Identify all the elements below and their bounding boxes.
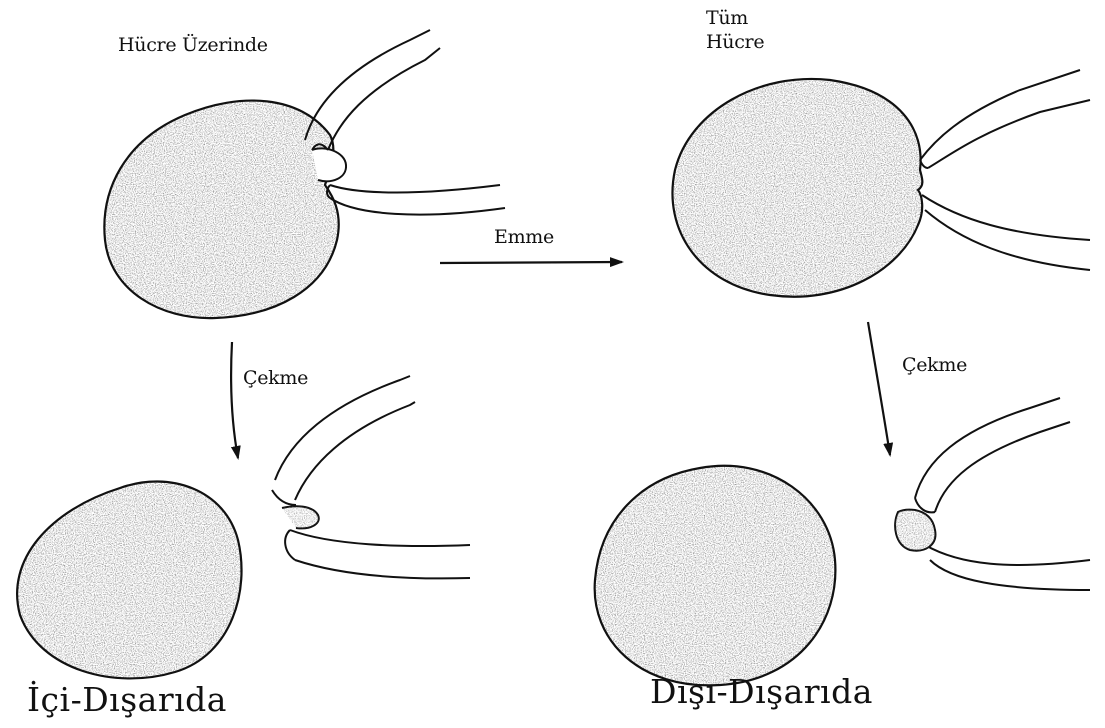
outside-out-configuration bbox=[595, 398, 1090, 685]
pull-right-label: Çekme bbox=[902, 354, 967, 376]
cell-attached-pipette bbox=[305, 30, 505, 215]
pull-left-arrow bbox=[231, 342, 238, 458]
suction-label: Emme bbox=[494, 226, 554, 248]
inside-out-label: İçi-Dışarıda bbox=[27, 680, 227, 719]
suction-arrow bbox=[440, 262, 622, 263]
outside-out-pipette bbox=[915, 398, 1090, 590]
whole-cell-label: Tüm Hücre bbox=[706, 6, 764, 54]
whole-cell-label-line1: Tüm bbox=[706, 6, 764, 30]
whole-cell-configuration bbox=[672, 70, 1090, 297]
whole-cell-pipette bbox=[920, 70, 1090, 270]
cell-attached-label: Hücre Üzerinde bbox=[118, 34, 268, 56]
whole-cell-label-line2: Hücre bbox=[706, 30, 764, 54]
cell-attached-configuration bbox=[104, 30, 505, 318]
inside-out-pipette bbox=[272, 376, 470, 578]
outside-out-label: Dışı-Dışarıda bbox=[650, 672, 873, 711]
inside-out-configuration bbox=[17, 376, 470, 678]
pull-right-arrow bbox=[868, 322, 890, 455]
pull-left-label: Çekme bbox=[243, 367, 308, 389]
